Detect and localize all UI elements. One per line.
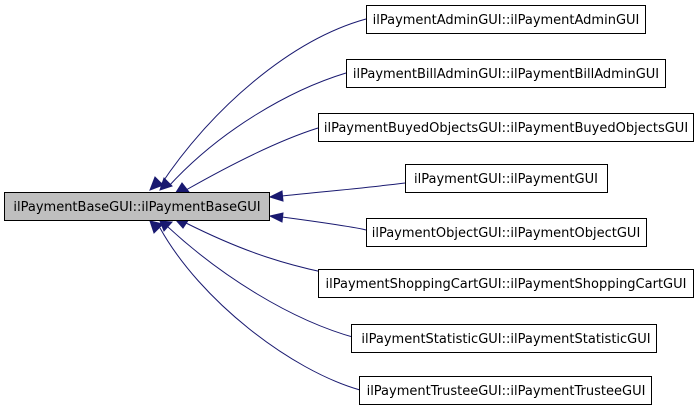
node-billadmin[interactable]: ilPaymentBillAdminGUI::ilPaymentBillAdmi… [346,59,666,88]
edge-trustee [159,227,361,391]
node-buyedobjects[interactable]: ilPaymentBuyedObjectsGUI::ilPaymentBuyed… [318,113,694,142]
base-node-label: ilPaymentBaseGUI::ilPaymentBaseGUI [13,200,260,215]
node-buyedobjects-label: ilPaymentBuyedObjectsGUI::ilPaymentBuyed… [324,121,688,136]
arrowhead-trustee [149,220,164,234]
edge-payment [281,182,406,197]
node-object-label: ilPaymentObjectGUI::ilPaymentObjectGUI [372,226,641,241]
edge-statistic [167,226,357,339]
arrowhead-billadmin [159,177,173,191]
node-billadmin-label: ilPaymentBillAdminGUI::ilPaymentBillAdmi… [353,67,659,82]
node-trustee[interactable]: ilPaymentTrusteeGUI::ilPaymentTrusteeGUI [359,376,652,405]
arrowhead-object [268,212,284,223]
node-shoppingcart[interactable]: ilPaymentShoppingCartGUI::ilPaymentShopp… [318,269,694,298]
node-admin[interactable]: ilPaymentAdminGUI::ilPaymentAdminGUI [366,5,646,34]
arrowhead-payment [268,190,284,202]
node-trustee-label: ilPaymentTrusteeGUI::ilPaymentTrusteeGUI [367,384,646,399]
edge-admin [159,18,367,187]
base-node[interactable]: ilPaymentBaseGUI::ilPaymentBaseGUI [4,192,270,221]
node-object[interactable]: ilPaymentObjectGUI::ilPaymentObjectGUI [366,218,647,247]
edge-object [281,216,367,231]
node-statistic-label: ilPaymentStatisticGUI::ilPaymentStatisti… [361,332,650,347]
node-payment[interactable]: ilPaymentGUI::ilPaymentGUI [405,164,608,193]
node-payment-label: ilPaymentGUI::ilPaymentGUI [414,172,598,187]
arrowhead-admin [149,176,164,191]
node-statistic[interactable]: ilPaymentStatisticGUI::ilPaymentStatisti… [351,324,657,353]
edge-buyedobjects [185,127,319,191]
node-admin-label: ilPaymentAdminGUI::ilPaymentAdminGUI [373,13,640,28]
node-shoppingcart-label: ilPaymentShoppingCartGUI::ilPaymentShopp… [326,277,687,292]
edge-billadmin [167,72,347,188]
